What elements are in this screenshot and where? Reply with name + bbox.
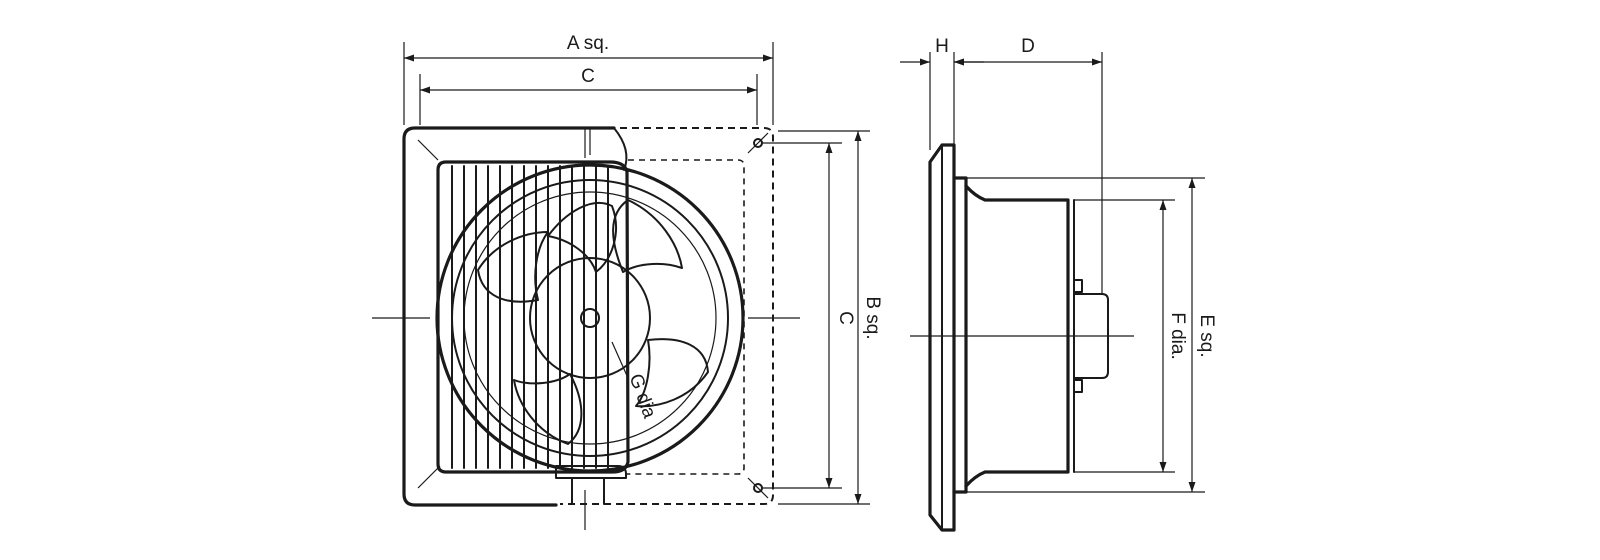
dim-c-v-label: C	[835, 311, 856, 325]
dim-g-label: G dia	[625, 371, 660, 421]
side-flange	[952, 176, 968, 494]
motor-shaft	[580, 308, 600, 328]
side-motor-body	[964, 184, 1070, 488]
dim-g-leader	[611, 341, 629, 379]
dim-c-h-label: C	[581, 66, 595, 87]
dim-h-label: H	[935, 36, 949, 57]
side-view: H D F dia. E sq.	[900, 36, 1217, 532]
front-frame-solid	[402, 126, 616, 507]
venturi-ring-inner	[451, 179, 729, 457]
frame-corner-mark-top	[417, 139, 439, 161]
inner-frame-dashed	[625, 159, 745, 475]
dim-b-label: B sq.	[862, 296, 883, 339]
frame-corner-mark-bottom	[417, 465, 441, 489]
shutter-top-tab	[589, 127, 628, 171]
dim-d-label: D	[1021, 36, 1035, 57]
dim-e-label: E sq.	[1196, 314, 1217, 357]
housing-outline-dashed	[560, 127, 774, 505]
side-terminal-box	[1073, 293, 1109, 379]
side-bolt-bottom	[1073, 379, 1083, 393]
screw-mark-top	[747, 132, 769, 154]
pull-switch-guides	[571, 477, 605, 505]
fan-blades	[477, 199, 709, 445]
guard-ring	[463, 191, 717, 445]
motor-hub	[529, 257, 651, 379]
pull-switch	[555, 465, 627, 479]
dim-f-label: F dia.	[1167, 312, 1188, 360]
venturi-ring-outer	[435, 163, 745, 473]
screw-mark-bottom	[747, 477, 769, 499]
side-bolt-top	[1073, 279, 1083, 293]
front-view: A sq. C C B sq. G dia	[372, 33, 883, 530]
dim-a-label: A sq.	[567, 33, 609, 54]
